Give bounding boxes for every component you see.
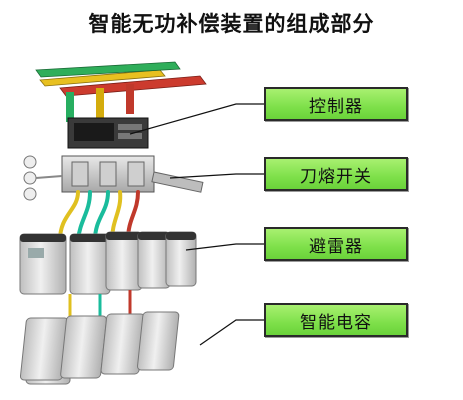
label-intelligent-capacitor: 智能电容 bbox=[264, 303, 408, 337]
label-surge-arrester: 避雷器 bbox=[264, 227, 408, 261]
capacitor-unit bbox=[105, 231, 143, 291]
intelligent-capacitor-row bbox=[19, 311, 180, 385]
diagram-title: 智能无功补偿装置的组成部分 bbox=[88, 12, 375, 36]
capacitor-unit bbox=[165, 231, 197, 287]
pointer-lines bbox=[129, 103, 264, 346]
busbar-yellow bbox=[39, 69, 166, 87]
pointer-arrester bbox=[185, 243, 264, 251]
label-knife-fuse-switch: 刀熔开关 bbox=[264, 157, 408, 191]
controller-unit bbox=[67, 117, 149, 149]
capacitor-unit bbox=[69, 233, 111, 295]
knife-fuse-switch bbox=[23, 155, 204, 201]
pointer-controller bbox=[129, 103, 264, 135]
capacitor-unit bbox=[19, 233, 67, 295]
label-controller: 控制器 bbox=[264, 87, 408, 121]
pointer-capacitor bbox=[199, 319, 264, 346]
capacitor-unit bbox=[137, 231, 171, 289]
capacitor-unit bbox=[60, 315, 107, 379]
capacitor-unit bbox=[137, 311, 180, 371]
surge-arrester-row bbox=[19, 231, 197, 295]
busbar-group bbox=[35, 61, 207, 122]
busbar-green bbox=[35, 61, 181, 78]
pointer-knife-switch bbox=[169, 173, 264, 179]
